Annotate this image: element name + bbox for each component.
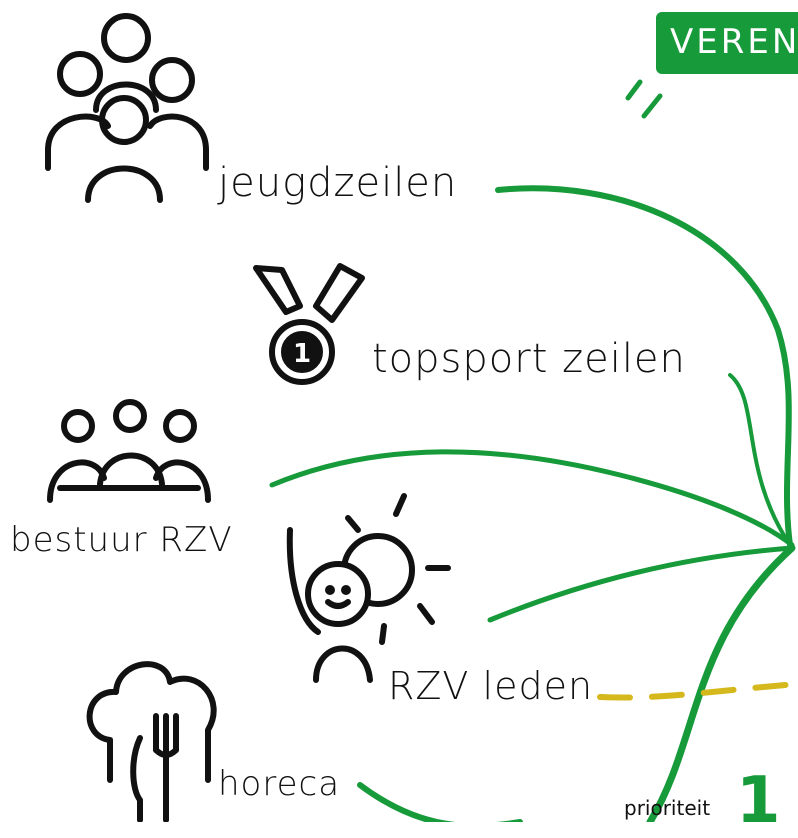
label-jeugdzeilen: jeugdzeilen <box>218 160 458 206</box>
branch-bestuur <box>269 449 795 548</box>
priority-dashed-line <box>597 681 798 701</box>
label-topsport-zeilen: topsport zeilen <box>372 336 686 382</box>
label-horeca: horeca <box>218 764 341 804</box>
branch-horeca <box>357 782 523 822</box>
branch-leden <box>487 545 795 623</box>
verenigings-banner: VEREN <box>656 12 798 74</box>
happy-person-sun-icon <box>286 493 451 683</box>
chef-hat-cutlery-icon <box>86 661 217 822</box>
branch-topsport <box>728 373 792 547</box>
branch-lines <box>269 185 796 822</box>
label-rzv-leden: RZV leden <box>388 664 594 708</box>
branch-trunk <box>646 544 796 822</box>
banner-tick-marks <box>625 79 663 119</box>
medal-number: 1 <box>293 339 311 369</box>
priority-label: prioriteit <box>624 796 711 820</box>
medal-icon <box>253 263 365 385</box>
meeting-table-icon <box>47 399 211 503</box>
priority-number: 1 <box>736 764 781 838</box>
branch-jeugdzeilen <box>495 185 793 548</box>
banner-text: VEREN <box>670 22 798 62</box>
label-bestuur-rzv: bestuur RZV <box>10 520 233 560</box>
group-people-icon <box>45 13 209 203</box>
